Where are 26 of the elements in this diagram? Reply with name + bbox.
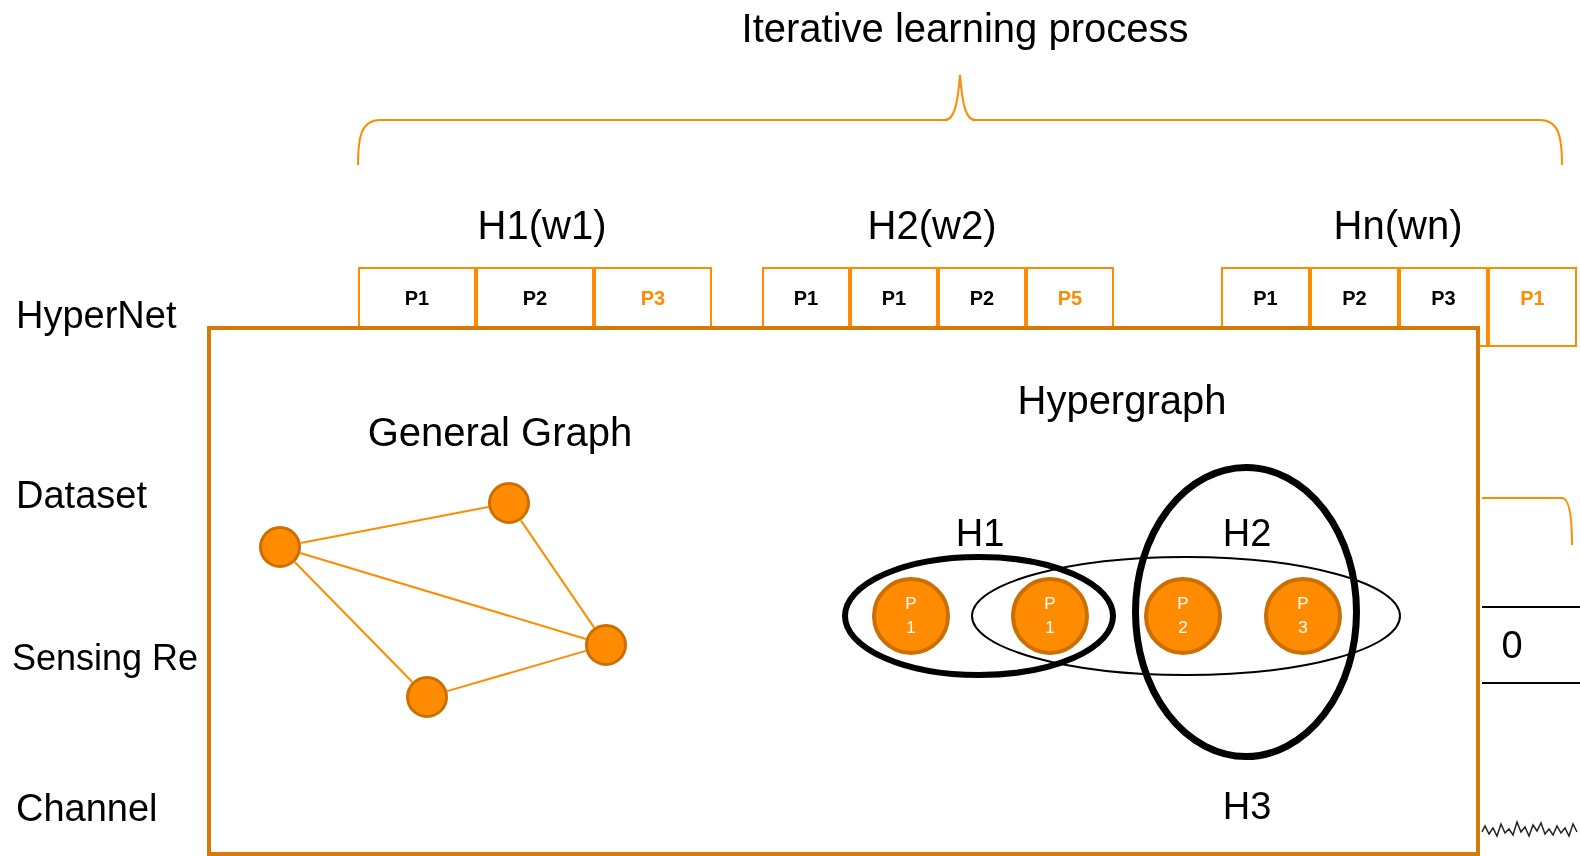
graph-vertex xyxy=(488,482,530,524)
text-label: Sensing Re xyxy=(12,637,199,679)
partition-cell: P1 xyxy=(1488,267,1577,347)
text-label: HyperNet xyxy=(16,293,177,337)
hyperedge-label: H2 xyxy=(1222,512,1272,555)
panel-heading: General Graph xyxy=(367,409,633,455)
graph-vertex xyxy=(585,624,627,666)
graph-edge xyxy=(299,505,490,545)
graph-edge xyxy=(446,649,587,693)
graph-edge xyxy=(293,561,414,683)
text-label: H2(w2) xyxy=(867,202,997,248)
member-node: P1 xyxy=(872,577,950,655)
text-label: H3 xyxy=(1222,784,1272,828)
text-label: Dataset xyxy=(16,473,147,517)
text-label: Channel xyxy=(16,786,158,830)
text-label: Hn(wn) xyxy=(1333,202,1463,248)
panel-heading: Hypergraph xyxy=(1017,377,1227,423)
graph-edge xyxy=(299,552,587,640)
hyperedge-label: H1 xyxy=(955,512,1005,555)
text-label: H1(w1) xyxy=(477,202,607,248)
graph-vertex xyxy=(406,676,448,718)
graph-edge xyxy=(519,519,596,629)
diagram-title: Iterative learning process xyxy=(740,6,1190,51)
graph-vertex xyxy=(259,526,301,568)
overlay-panel xyxy=(207,326,1480,856)
text-label: 0 xyxy=(1501,623,1523,667)
